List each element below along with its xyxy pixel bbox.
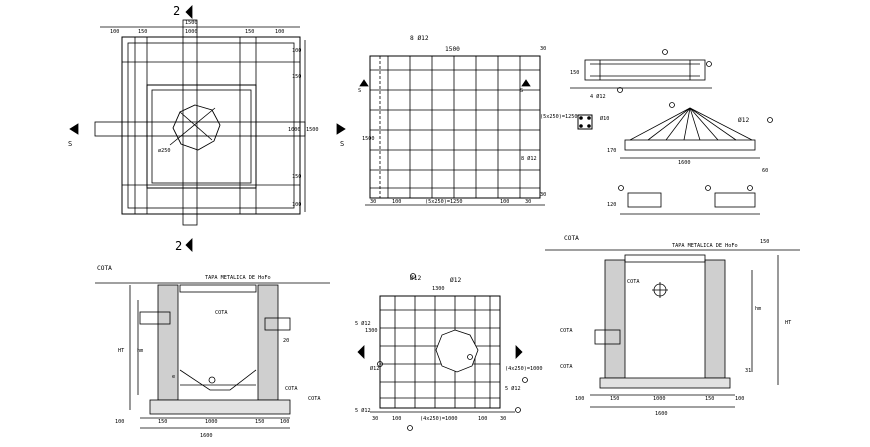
fan-60: 60 (762, 168, 768, 174)
section-mark-right: S (340, 140, 344, 148)
sec2-150b: 150 (705, 396, 714, 402)
bslab-5-12-right: 5 Ø12 (505, 385, 521, 392)
dim-v-1500: 1500 (306, 127, 319, 133)
sec1-cota-mid: COTA (215, 310, 228, 316)
sec2-100b: 100 (735, 396, 744, 402)
slab-30-top: 30 (540, 46, 546, 52)
sec1-150a: 150 (158, 419, 167, 425)
dim-100-right: 100 (275, 29, 284, 35)
beam-bar-4-12: 4 Ø12 (590, 93, 606, 100)
section-mark-left: S (68, 140, 72, 148)
dim-v-100b: 100 (292, 202, 301, 208)
bslab-bar-12b: Ø12 (450, 276, 461, 284)
section-right: COTA TAPA METALICA DE HoFo COTA COTA COT… (545, 235, 800, 417)
bslab-bar-12a: Ø12 (410, 274, 421, 282)
dim-150-right: 150 (245, 29, 254, 35)
bslab-5-12: 5 Ø12 (355, 320, 371, 327)
sec1-ht: HT (118, 348, 124, 354)
beam-details: 150 4 Ø12 Ø10 Ø12 1600 170 60 120 (570, 49, 773, 215)
slab-30-bottom: 30 (540, 192, 546, 198)
sec1-1600: 1600 (200, 433, 213, 439)
slab-bar-v: 8 Ø12 (521, 155, 537, 162)
sec2-cota-bottom: COTA (560, 364, 573, 370)
dim-1000: 1000 (185, 29, 198, 35)
sec2-cota-left: COTA (560, 328, 573, 334)
dim-v-150b: 150 (292, 174, 301, 180)
sec2-100a: 100 (575, 396, 584, 402)
bslab-5-12-bottom: 5 Ø12 (355, 407, 371, 414)
sec2-tapa: TAPA METALICA DE HoFo (672, 243, 738, 249)
slab-reinforcement-top: 8 Ø12 1500 S S 1500 (5x250)=1250 8 Ø12 3… (358, 34, 577, 206)
plan-view: 2 2 S S 100 150 1000 1500 150 100 ø250 1… (68, 4, 346, 253)
slab-s-left: S (358, 88, 361, 94)
bar-label-8-12: 8 Ø12 (410, 34, 429, 42)
bslab-bar-v: Ø12 (370, 365, 379, 372)
fan-1600: 1600 (678, 160, 691, 166)
section-mark-top: 2 (173, 4, 180, 18)
sec1-20: 20 (283, 338, 289, 344)
sec1-100b: 100 (280, 419, 289, 425)
sec1-1000: 1000 (205, 419, 218, 425)
slab-30-left: 30 (370, 199, 376, 205)
bslab-v-1300: 1300 (365, 328, 378, 334)
slab-spacing-v: (5x250)=1250 (540, 114, 577, 120)
slab-dim-1500: 1500 (445, 46, 460, 53)
sec1-cota-top: COTA (97, 265, 112, 272)
sec2-cota-top: COTA (564, 235, 579, 242)
bslab-100-left: 100 (392, 416, 401, 422)
section-left: COTA TAPA METALICA DE HoFo COTA COTA COT… (95, 265, 330, 439)
slab-reinforcement-bottom: Ø12 Ø12 1300 1300 5 Ø12 Ø12 (4x250)=1000… (355, 273, 542, 431)
sec1-cota-right: COTA (285, 386, 298, 392)
pipe-dia: ø250 (158, 148, 171, 154)
bslab-100-right: 100 (478, 416, 487, 422)
sec1-e: e (172, 374, 175, 380)
sec1-100a: 100 (115, 419, 124, 425)
dim-100-left: 100 (110, 29, 119, 35)
sec2-1600: 1600 (655, 411, 668, 417)
sec2-150a: 150 (610, 396, 619, 402)
sec2-1000: 1000 (653, 396, 666, 402)
sec2-31: 31 (745, 368, 751, 374)
slab-100-right: 100 (500, 199, 509, 205)
beam-150: 150 (570, 70, 579, 76)
sec2-150-top: 150 (760, 239, 769, 245)
bslab-30-right: 30 (500, 416, 506, 422)
fan-bar-12: Ø12 (738, 116, 749, 124)
lower-120: 120 (607, 202, 616, 208)
slab-30-right: 30 (525, 199, 531, 205)
beam-bar-10: Ø10 (600, 115, 609, 122)
slab-s-right: S (520, 88, 523, 94)
sec1-hm: hm (137, 348, 143, 354)
section-mark-bottom: 2 (175, 239, 182, 253)
slab-spacing-h: (5x250)=1250 (425, 199, 462, 205)
sec2-cota-mid: COTA (627, 279, 640, 285)
dim-1500: 1500 (185, 20, 198, 26)
sec2-ht: HT (785, 320, 791, 326)
sec2-hm: hm (755, 306, 761, 312)
dim-v-100: 100 (292, 48, 301, 54)
bslab-30-left: 30 (372, 416, 378, 422)
bslab-spacing-h: (4x250)=1000 (420, 416, 457, 422)
dim-150-left: 150 (138, 29, 147, 35)
slab-100-left: 100 (392, 199, 401, 205)
slab-dim-v-1500: 1500 (362, 136, 375, 142)
sec1-cota-far: COTA (308, 396, 321, 402)
sec1-tapa: TAPA METALICA DE HoFo (205, 275, 271, 281)
fan-170: 170 (607, 148, 616, 154)
sec1-150b: 150 (255, 419, 264, 425)
bslab-1300: 1300 (432, 286, 445, 292)
dim-v-150: 150 (292, 74, 301, 80)
dim-v-1000: 1000 (288, 127, 301, 133)
bslab-spacing-v: (4x250)=1000 (505, 366, 542, 372)
